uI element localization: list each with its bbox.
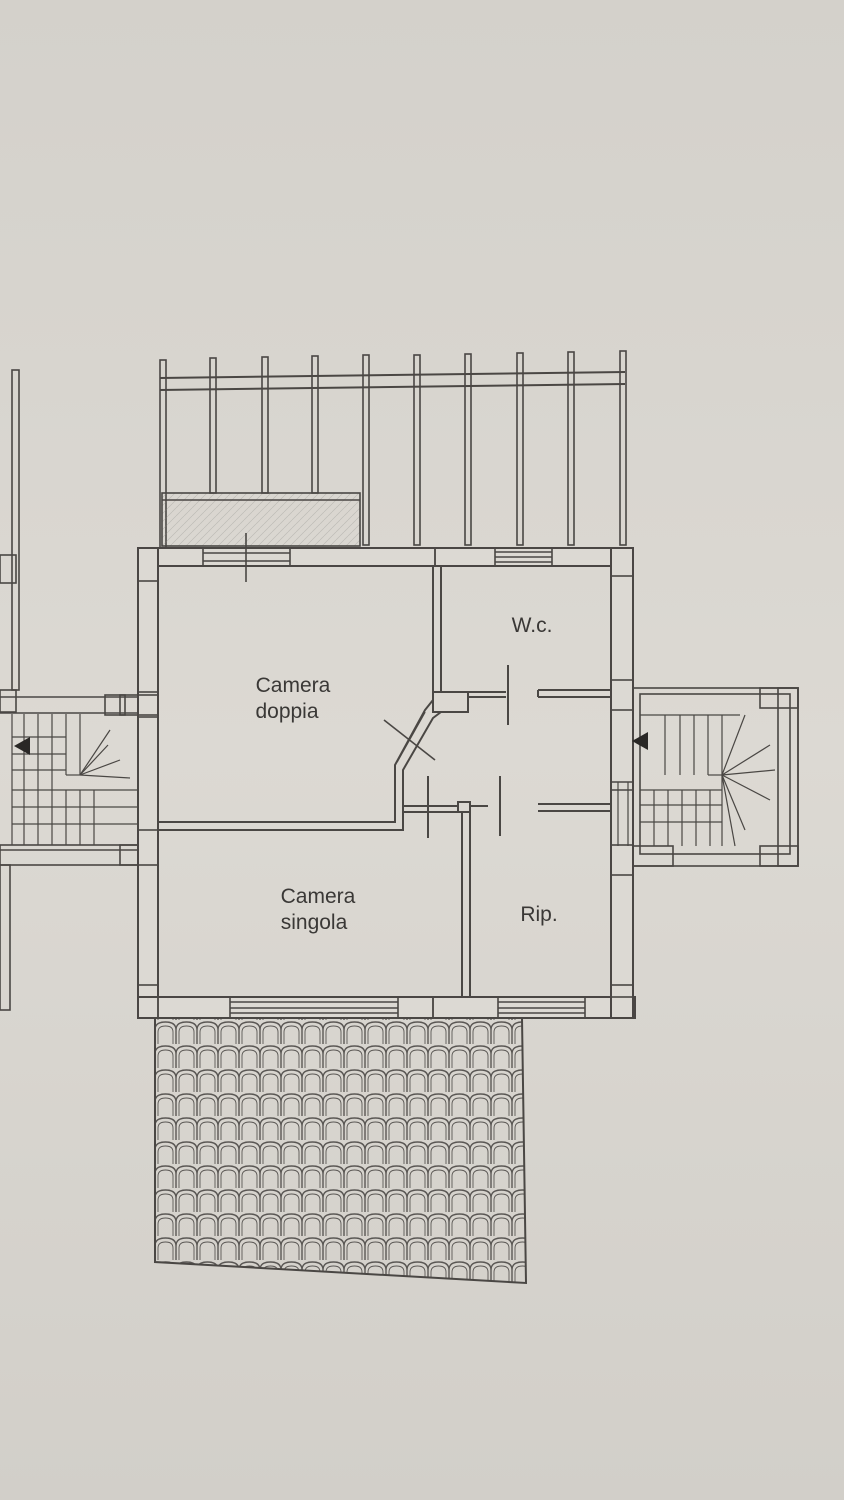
label-wc: W.c. bbox=[512, 614, 553, 637]
top-wall-details bbox=[137, 533, 634, 582]
interior-walls bbox=[158, 566, 611, 997]
balcony bbox=[161, 492, 361, 547]
stair-arrow-right-icon bbox=[632, 732, 648, 750]
roof-tiles bbox=[154, 1017, 528, 1285]
label-rip: Rip. bbox=[520, 903, 557, 926]
left-wall-details bbox=[119, 691, 159, 1019]
label-camera-singola-line2: singola bbox=[281, 911, 348, 934]
stair-tower-right bbox=[611, 687, 799, 867]
label-camera-doppia-line1: Camera bbox=[256, 674, 331, 697]
stair-arrow-left-icon bbox=[14, 737, 30, 755]
label-camera-singola-line1: Camera bbox=[281, 885, 356, 908]
room-labels: Camera doppia W.c. Camera singola Rip. bbox=[255, 614, 557, 934]
label-camera-doppia-line2: doppia bbox=[255, 700, 318, 723]
door-swing-mark bbox=[383, 711, 436, 763]
